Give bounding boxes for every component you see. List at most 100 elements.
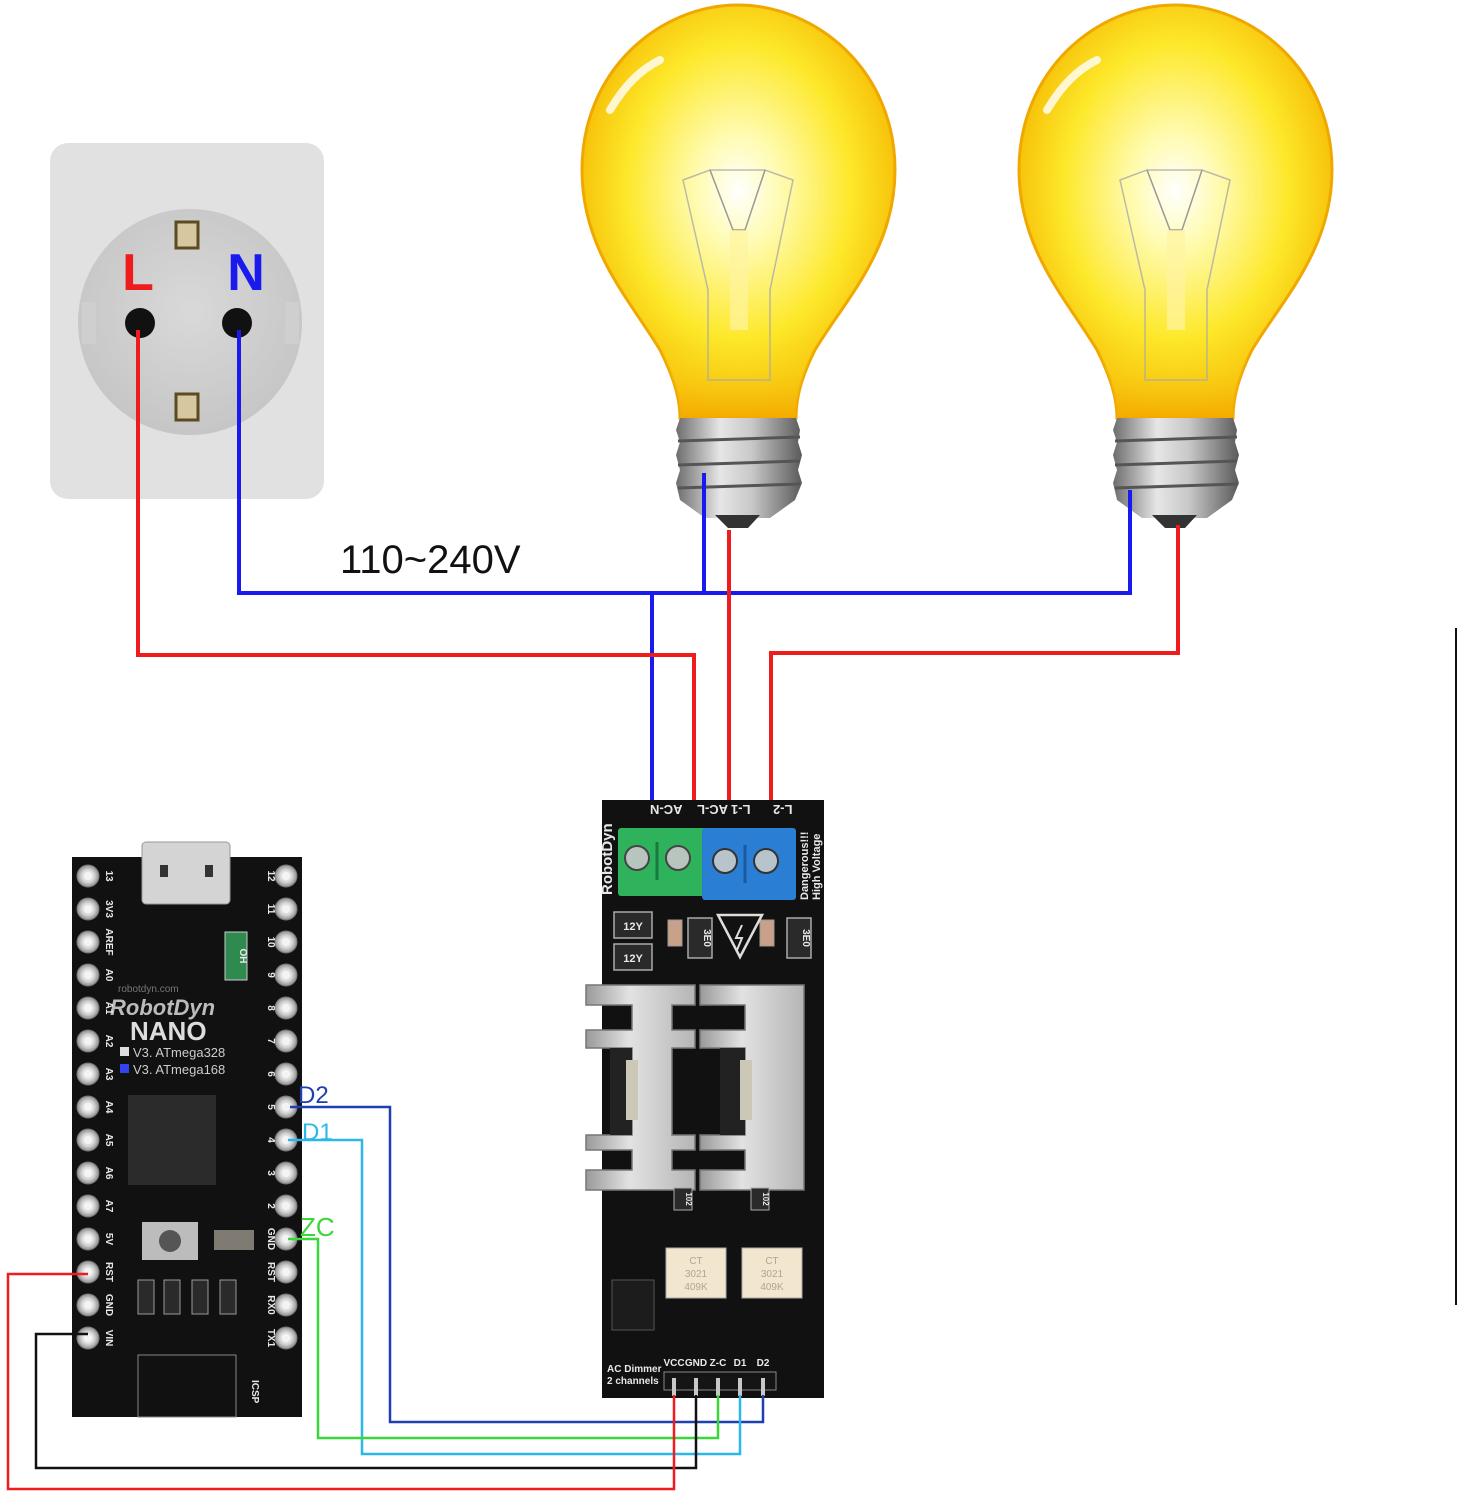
- nano-pin-label: AREF: [103, 928, 114, 955]
- triac-tab: [740, 1060, 752, 1120]
- header-pin-label-gnd: GND: [685, 1358, 707, 1369]
- nano-pin-label: 8: [265, 1005, 276, 1011]
- pin-hole: [84, 1037, 92, 1045]
- resistor-network: [214, 1230, 254, 1250]
- header-pin-label-vcc: VCC: [663, 1358, 684, 1369]
- terminal-screw-l1[interactable]: [712, 848, 738, 874]
- pin-hole: [282, 1202, 290, 1210]
- nano-pin-label: 2: [265, 1203, 276, 1209]
- opto-text: 409K: [760, 1282, 784, 1293]
- terminal-screw-ac-l[interactable]: [665, 845, 691, 871]
- resistor-code: 3E0: [800, 929, 811, 947]
- ground-clip-bottom: [174, 392, 200, 422]
- resistor-code: 102: [684, 1192, 693, 1206]
- nano-website: robotdyn.com: [118, 984, 179, 995]
- opto-text: 3021: [685, 1269, 708, 1280]
- nano-pin-label: 4: [265, 1137, 276, 1143]
- micro-usb-connector[interactable]: [141, 841, 231, 905]
- optocoupler-2: CT 3021 409K: [741, 1247, 803, 1299]
- pin-hole: [84, 872, 92, 880]
- capacitor: [759, 919, 775, 947]
- nano-pin-label: 12: [265, 870, 276, 882]
- header-pin-gnd[interactable]: [694, 1378, 698, 1396]
- pin-hole: [282, 971, 290, 979]
- nano-pin-label: 3: [265, 1170, 276, 1176]
- variant-checkbox-328: [120, 1047, 129, 1056]
- header-pin-d2[interactable]: [761, 1378, 765, 1396]
- base-thread: [1114, 459, 1238, 467]
- terminal-label-ac-n: AC-N: [650, 802, 683, 817]
- resistor-code: 3E0: [701, 929, 712, 947]
- terminal-labels: AC-N AC-L L-1 L-2: [650, 802, 793, 817]
- neutral-hole: [222, 308, 252, 338]
- opto-text: CT: [689, 1256, 702, 1267]
- terminal-screw-l2[interactable]: [753, 848, 779, 874]
- led: [191, 1279, 209, 1315]
- warning-line-2: High Voltage: [811, 834, 823, 900]
- nano-pin-label: TX1: [265, 1329, 276, 1348]
- pin-hole: [84, 1169, 92, 1177]
- optocoupler-1: CT 3021 409K: [665, 1247, 727, 1299]
- pin-hole: [84, 1004, 92, 1012]
- nano-pin-label: A3: [103, 1068, 114, 1081]
- pin-hole: [84, 971, 92, 979]
- header-pin-vcc[interactable]: [672, 1378, 676, 1396]
- pin-hole: [84, 1334, 92, 1342]
- triac-tab: [626, 1060, 638, 1120]
- ground-clip-top: [174, 220, 200, 250]
- bulb-highlight: [1043, 56, 1101, 114]
- header-pin-label-z-c: Z-C: [710, 1358, 727, 1369]
- header-pin-d1[interactable]: [738, 1378, 742, 1396]
- heatsink-2: [699, 984, 805, 1191]
- d1-label: D1: [302, 1119, 333, 1146]
- nano-pin-label: 13: [103, 870, 114, 882]
- nano-pin-label: VIN: [103, 1330, 114, 1347]
- nano-pin-label: A2: [103, 1035, 114, 1048]
- terminal-screw-ac-n[interactable]: [624, 845, 650, 871]
- gnd-wire: [34, 1332, 698, 1470]
- nano-pin-label: RST: [265, 1262, 276, 1282]
- pin-hole: [84, 1136, 92, 1144]
- zero-cross-optocoupler: [611, 1279, 655, 1331]
- base-thread: [677, 482, 801, 490]
- resistor: [613, 943, 653, 971]
- pin-hole: [282, 1268, 290, 1276]
- pin-hole: [84, 1235, 92, 1243]
- pin-hole: [282, 1136, 290, 1144]
- atmega-chip: [128, 1095, 216, 1185]
- nano-model: NANO: [130, 1016, 207, 1046]
- high-voltage-warning-icon: [715, 913, 765, 960]
- arduino-nano-board: OH robotdyn.com RobotDyn NANO V3. ATmega…: [72, 841, 302, 1418]
- nano-pin-label: A0: [103, 969, 114, 982]
- nano-pin-label: 9: [265, 972, 276, 978]
- live-wire-socket-to-dimmer: [136, 330, 696, 800]
- variant-328: V3. ATmega328: [133, 1045, 225, 1060]
- pin-hole: [282, 1169, 290, 1177]
- voltage-label: 110~240V: [340, 538, 521, 582]
- base-thread: [677, 435, 801, 443]
- opto-text: CT: [765, 1256, 778, 1267]
- capacitor: [667, 919, 683, 947]
- optocoupler-body: [665, 1247, 727, 1299]
- bulb-tip-contact: [715, 515, 760, 528]
- pin-hole: [282, 1235, 290, 1243]
- pin-hole: [282, 1070, 290, 1078]
- pin-hole: [282, 1103, 290, 1111]
- nano-brand: RobotDyn: [110, 995, 215, 1020]
- nano-pin-label: GND: [265, 1228, 276, 1250]
- zc-label: ZC: [300, 1212, 335, 1242]
- reset-button-cap[interactable]: [159, 1230, 181, 1252]
- opto-text: 409K: [684, 1282, 708, 1293]
- icsp-label: ICSP: [249, 1380, 260, 1404]
- variant-168: V3. ATmega168: [133, 1062, 225, 1077]
- pin-hole: [84, 1070, 92, 1078]
- smd-resistors: 12Y 12Y 3E0 3E0: [613, 911, 812, 971]
- nano-pin-label: A1: [103, 1002, 114, 1015]
- ac-wiring: [136, 330, 1180, 800]
- header-pin-z-c[interactable]: [716, 1378, 720, 1396]
- pin-hole: [84, 1202, 92, 1210]
- nano-pin-label: 7: [265, 1038, 276, 1044]
- bulb-stem: [1167, 230, 1185, 330]
- bulb-filament-support: [682, 169, 794, 381]
